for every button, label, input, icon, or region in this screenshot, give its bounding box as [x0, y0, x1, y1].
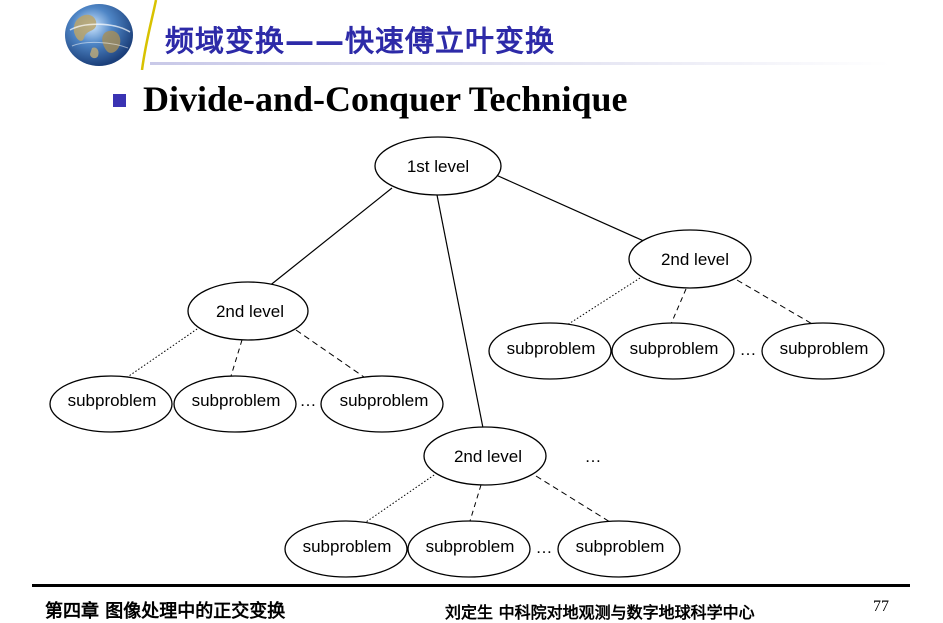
leaf-right-2: subproblem [612, 323, 734, 379]
leaf-right-3-label: subproblem [780, 339, 869, 358]
edge-right-sub3 [737, 280, 814, 325]
edge-root-left [268, 188, 392, 287]
leaf-middle-1: subproblem [285, 521, 407, 577]
edge-left-sub3 [296, 330, 364, 377]
leaf-right-1-label: subproblem [507, 339, 596, 358]
leaf-left-3: subproblem [321, 376, 443, 432]
ellipsis-left: … [300, 391, 317, 410]
leaf-middle-1-label: subproblem [303, 537, 392, 556]
node-level2-right-label: 2nd level [661, 250, 729, 269]
leaf-middle-2-label: subproblem [426, 537, 515, 556]
leaf-left-2: subproblem [174, 376, 296, 432]
edge-middle-sub1 [366, 473, 437, 522]
leaf-left-2-label: subproblem [192, 391, 281, 410]
ellipsis-middle: … [536, 538, 553, 557]
leaf-right-2-label: subproblem [630, 339, 719, 358]
ellipsis-right: … [740, 340, 757, 359]
leaf-middle-3: subproblem [558, 521, 680, 577]
leaf-middle-2: subproblem [408, 521, 530, 577]
leaf-left-3-label: subproblem [340, 391, 429, 410]
edge-root-middle [437, 195, 484, 433]
leaf-right-3: subproblem [762, 323, 884, 379]
ellipsis-level2: … [585, 447, 602, 466]
leaf-middle-3-label: subproblem [576, 537, 665, 556]
edge-middle-sub2 [470, 485, 481, 521]
leaf-left-1-label: subproblem [68, 391, 157, 410]
node-level2-left: 2nd level [188, 282, 308, 340]
footer-rule [32, 584, 910, 587]
page-number: 77 [873, 598, 889, 616]
node-level2-middle-label: 2nd level [454, 447, 522, 466]
edge-right-sub2 [671, 289, 686, 324]
node-level2-right: 2nd level [629, 230, 751, 288]
edge-left-sub2 [231, 340, 242, 376]
footer-chapter: 第四章 图像处理中的正交变换 [45, 597, 285, 623]
edge-root-right [496, 175, 646, 242]
edge-left-sub1 [126, 327, 200, 378]
footer-author: 刘定生 中科院对地观测与数字地球科学中心 [445, 599, 755, 623]
edge-middle-sub3 [536, 476, 610, 522]
node-level2-middle: 2nd level [424, 427, 546, 485]
node-level2-left-label: 2nd level [216, 302, 284, 321]
leaf-right-1: subproblem [489, 323, 611, 379]
leaf-left-1: subproblem [50, 376, 172, 432]
edge-right-sub1 [567, 278, 640, 325]
node-root: 1st level [375, 137, 501, 195]
node-root-label: 1st level [407, 157, 469, 176]
